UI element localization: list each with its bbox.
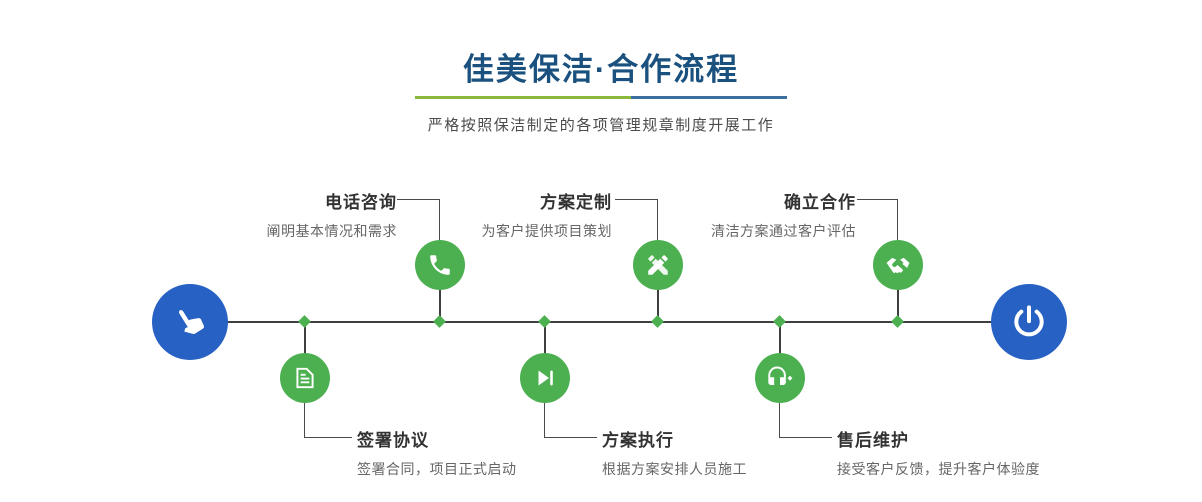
pencil-tools-icon — [645, 252, 671, 278]
step-label: 签署协议 — [357, 431, 429, 450]
label-connector — [857, 199, 897, 200]
step-label: 电话咨询 — [325, 193, 397, 212]
pointer-hand-icon — [162, 294, 217, 349]
step-node-phone-consult — [415, 240, 465, 290]
step-desc: 阐明基本情况和需求 — [266, 223, 397, 239]
timeline-start-node — [152, 284, 228, 360]
label-connector — [397, 199, 440, 200]
diamond-marker — [298, 315, 311, 328]
step-desc: 签署合同，项目正式启动 — [357, 461, 517, 477]
step-desc: 清洁方案通过客户评估 — [711, 223, 856, 239]
step-label: 确立合作 — [784, 193, 856, 212]
diamond-marker — [891, 315, 904, 328]
label-connector — [779, 437, 832, 438]
step-label: 方案定制 — [540, 193, 612, 212]
label-connector — [544, 403, 545, 437]
diamond-marker — [651, 315, 664, 328]
title-divider — [415, 96, 787, 99]
page-title: 佳美保洁·合作流程 — [462, 52, 740, 87]
step-label: 方案执行 — [602, 431, 674, 450]
diamond-marker — [538, 315, 551, 328]
label-connector — [304, 403, 305, 437]
connector-line — [439, 290, 441, 322]
label-connector — [615, 199, 657, 200]
connector-line — [304, 322, 306, 353]
step-label: 售后维护 — [837, 431, 909, 450]
step-node-plan-execute — [520, 353, 570, 403]
step-text-plan-execute: 方案执行 根据方案安排人员施工 — [602, 426, 862, 479]
label-connector — [304, 437, 352, 438]
label-connector — [439, 199, 440, 240]
step-node-aftersales-service — [755, 353, 805, 403]
label-connector — [779, 403, 780, 437]
label-connector — [897, 199, 898, 240]
step-node-plan-customize — [633, 240, 683, 290]
step-text-plan-customize: 方案定制 为客户提供项目策划 — [372, 188, 612, 241]
phone-icon — [427, 252, 453, 278]
step-node-establish-cooperation — [873, 240, 923, 290]
power-icon — [1009, 302, 1049, 342]
label-connector — [657, 199, 658, 240]
step-desc: 接受客户反馈，提升客户体验度 — [837, 461, 1040, 477]
timeline-end-node — [991, 284, 1067, 360]
timeline-line — [190, 321, 1030, 323]
headset-plus-icon — [767, 365, 793, 391]
step-text-sign-agreement: 签署协议 签署合同，项目正式启动 — [357, 426, 617, 479]
diamond-marker — [433, 315, 446, 328]
label-connector — [544, 437, 597, 438]
handshake-icon — [884, 251, 912, 279]
connector-line — [544, 322, 546, 353]
step-text-aftersales-service: 售后维护 接受客户反馈，提升客户体验度 — [837, 426, 1097, 479]
contract-icon — [292, 365, 318, 391]
connector-line — [779, 322, 781, 353]
play-next-icon — [533, 366, 557, 390]
step-desc: 为客户提供项目策划 — [481, 223, 612, 239]
step-text-phone-consult: 电话咨询 阐明基本情况和需求 — [157, 188, 397, 241]
diamond-marker — [773, 315, 786, 328]
page-subtitle: 严格按照保洁制定的各项管理规章制度开展工作 — [427, 117, 775, 134]
connector-line — [897, 290, 899, 322]
connector-line — [657, 290, 659, 322]
step-desc: 根据方案安排人员施工 — [602, 461, 747, 477]
step-text-establish-cooperation: 确立合作 清洁方案通过客户评估 — [616, 188, 856, 241]
step-node-sign-agreement — [280, 353, 330, 403]
